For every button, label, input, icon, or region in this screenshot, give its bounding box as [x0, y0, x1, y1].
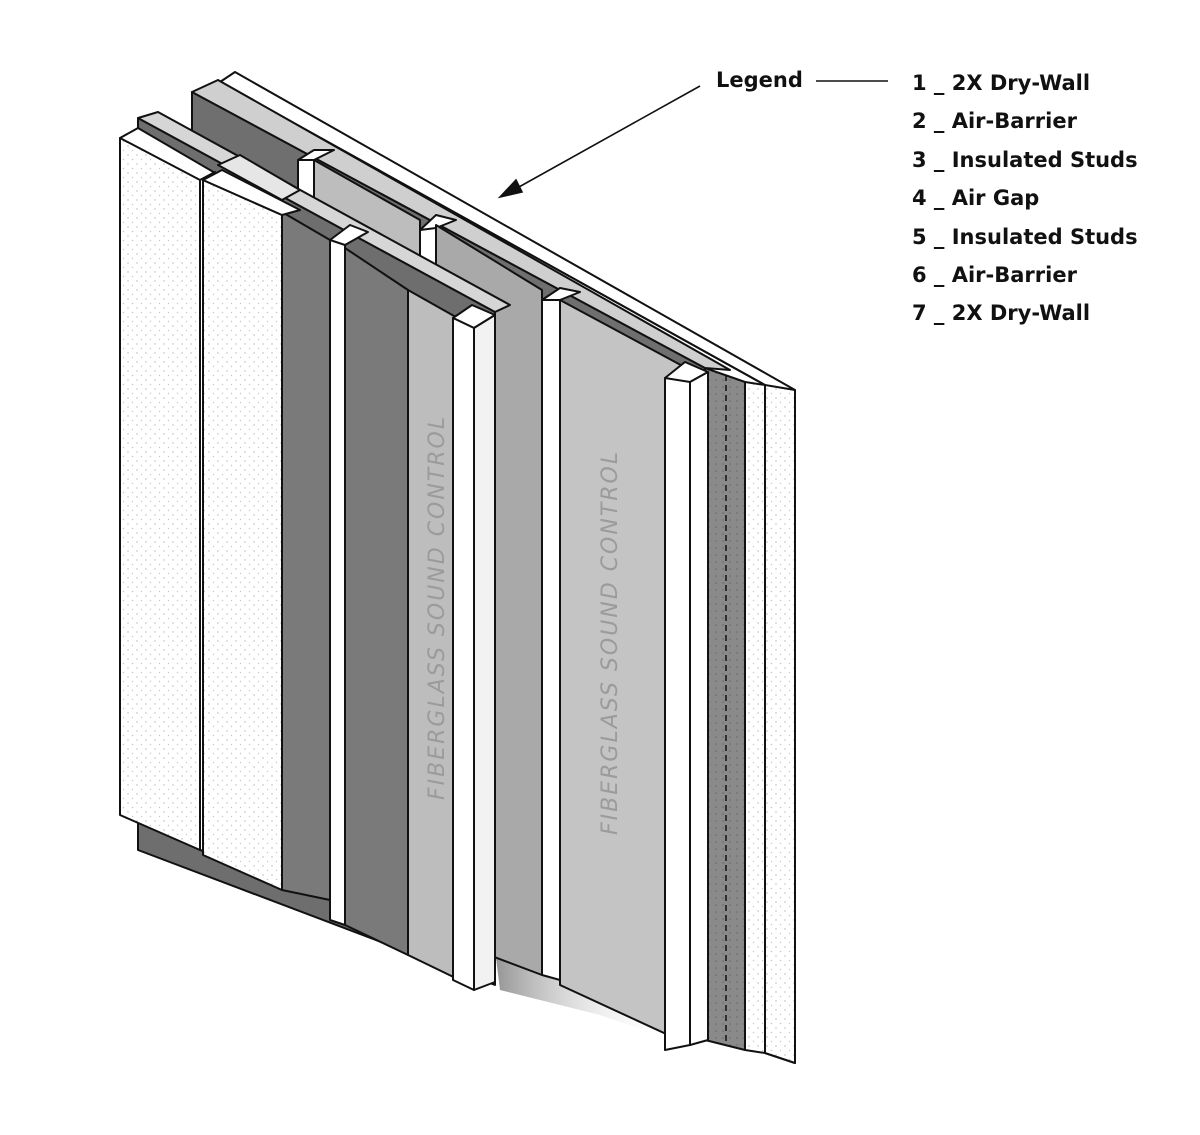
- legend-item-4: 4 _ Air Gap: [912, 186, 1040, 211]
- legend-item-7: 7 _ 2X Dry-Wall: [912, 301, 1091, 326]
- layer-2-air-barrier-front: [281, 211, 409, 956]
- legend-arrow-line: [509, 85, 701, 193]
- insulation-stamp-back: FIBERGLASS SOUND CONTROL: [598, 450, 623, 835]
- layer-6-air-barrier-back: [704, 367, 746, 1051]
- back-front-stud: [664, 361, 709, 1051]
- legend-item-5: 5 _ Insulated Studs: [912, 224, 1138, 249]
- insulation-stamp-front: FIBERGLASS SOUND CONTROL: [425, 415, 450, 800]
- front-edge-stud: [452, 304, 496, 991]
- legend-title: Legend: [716, 68, 803, 92]
- legend-leaders: [497, 80, 888, 199]
- legend-item-2: 2 _ Air-Barrier: [912, 109, 1077, 134]
- layer-1-drywall-front: [119, 127, 301, 891]
- legend-list: 1 _ 2X Dry-Wall 2 _ Air-Barrier 3 _ Insu…: [912, 70, 1138, 339]
- front-studs: [329, 224, 369, 926]
- legend-item-1: 1 _ 2X Dry-Wall: [912, 71, 1091, 95]
- legend-item-3: 3 _ Insulated Studs: [912, 147, 1138, 172]
- legend-item-6: 6 _ Air-Barrier: [912, 262, 1077, 287]
- legend-arrowhead: [497, 178, 524, 199]
